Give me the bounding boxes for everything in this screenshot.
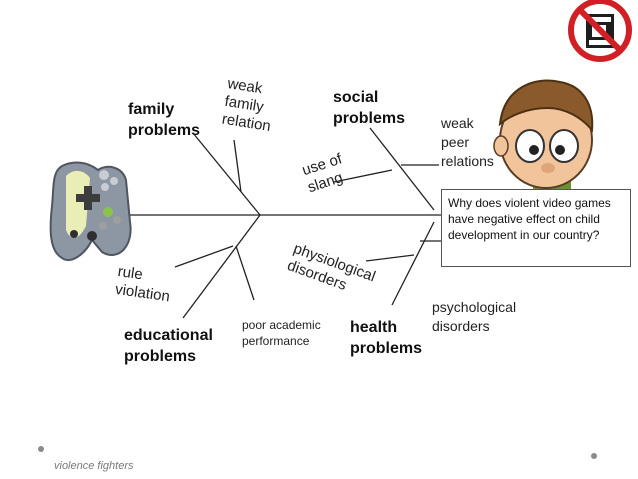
- footer-bullet-left: [38, 446, 44, 452]
- category-family-problems: family problems: [128, 101, 201, 139]
- category-educational-problems: educational problems: [124, 327, 213, 365]
- sub-bone-weak-family-relation: [233, 139, 242, 193]
- footer-text: violence fighters: [54, 460, 134, 472]
- sub-bone-rule-violation: [174, 245, 234, 268]
- cause-weak-family-relation: weak family relation: [220, 75, 272, 136]
- bone-health: [391, 221, 435, 306]
- no-violence-play-sign-icon: [568, 0, 632, 62]
- game-controller-icon: [49, 161, 132, 261]
- problem-statement-text: Why does violent video games have negati…: [448, 196, 611, 242]
- cause-psychological-disorders: psychological disorders: [432, 299, 517, 334]
- sub-bone-physiological: [365, 254, 415, 262]
- category-social-problems: social problems: [333, 89, 406, 127]
- cause-rule-violation: rule violation: [114, 263, 172, 306]
- cause-poor-academic-performance: poor academic performance: [242, 318, 321, 348]
- sub-bone-use-of-slang: [333, 169, 393, 183]
- sub-bone-poor-academic: [235, 245, 255, 301]
- bone-educational: [182, 214, 261, 319]
- category-health-problems: health problems: [350, 319, 423, 357]
- footer-bullet-right: [591, 453, 597, 459]
- cause-weak-peer-relations: weak peer relations: [441, 115, 494, 169]
- bone-social: [369, 127, 435, 211]
- bone-family: [192, 132, 261, 216]
- cartoon-boy-icon: [493, 79, 594, 196]
- problem-statement-box: Why does violent video games have negati…: [441, 189, 631, 267]
